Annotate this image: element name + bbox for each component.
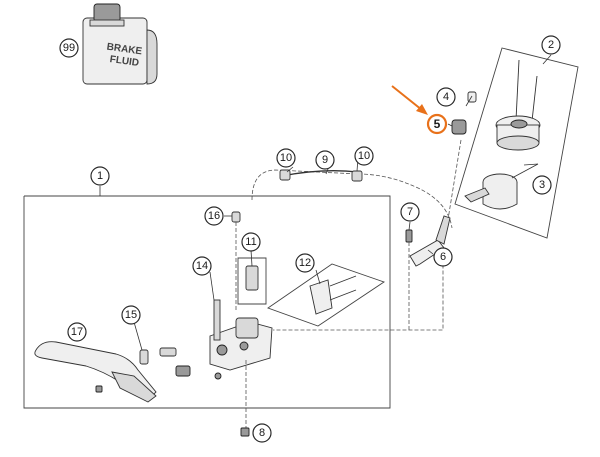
bottle-label-line1: BRAKE	[106, 42, 143, 58]
callout-10-right-label: 10	[358, 150, 370, 162]
callout-99[interactable]: 99	[59, 38, 79, 58]
callout-15[interactable]: 15	[121, 305, 141, 325]
callout-2-label: 2	[548, 39, 554, 51]
callout-17-label: 17	[71, 326, 83, 338]
callout-8[interactable]: 8	[252, 423, 272, 443]
callout-11-label: 11	[245, 236, 256, 248]
callout-16-label: 16	[208, 210, 220, 222]
callout-10-left[interactable]: 10	[276, 148, 296, 168]
callout-15-label: 15	[125, 309, 137, 321]
callout-1-label: 1	[97, 170, 103, 182]
callout-17[interactable]: 17	[67, 322, 87, 342]
master-cylinder-frame	[23, 186, 391, 409]
callout-10-left-label: 10	[280, 152, 292, 164]
callout-2[interactable]: 2	[541, 35, 561, 55]
callout-5-label: 5	[434, 117, 441, 131]
callout-7-label: 7	[407, 206, 413, 218]
callout-5[interactable]: 5	[426, 113, 448, 135]
callout-12[interactable]: 12	[295, 253, 315, 273]
callout-3[interactable]: 3	[532, 175, 552, 195]
callout-99-label: 99	[63, 42, 75, 54]
brake-fluid-bottle: BRAKE FLUID	[82, 3, 158, 85]
callout-11[interactable]: 11	[241, 232, 261, 252]
callout-1[interactable]: 1	[90, 166, 110, 186]
callout-10-right[interactable]: 10	[354, 146, 374, 166]
callout-7[interactable]: 7	[400, 202, 420, 222]
callout-14[interactable]: 14	[192, 256, 212, 276]
highlight-arrow	[391, 85, 428, 115]
master-cylinder-body	[139, 211, 386, 437]
callout-3-label: 3	[539, 179, 545, 191]
callout-16[interactable]: 16	[204, 206, 224, 226]
callout-4-label: 4	[443, 91, 449, 103]
clutch-lever	[34, 341, 157, 403]
callout-8-label: 8	[259, 427, 265, 439]
callout-9[interactable]: 9	[315, 150, 335, 170]
mounting-bracket	[405, 215, 451, 330]
callout-9-label: 9	[322, 154, 328, 166]
callout-6-label: 6	[440, 251, 446, 263]
callout-14-label: 14	[196, 260, 208, 272]
hose-assembly	[251, 91, 477, 331]
callout-6[interactable]: 6	[433, 247, 453, 267]
bottle-label-line2: FLUID	[109, 54, 140, 69]
reservoir-assembly	[454, 47, 579, 239]
callout-4[interactable]: 4	[436, 87, 456, 107]
callout-12-label: 12	[299, 257, 311, 269]
